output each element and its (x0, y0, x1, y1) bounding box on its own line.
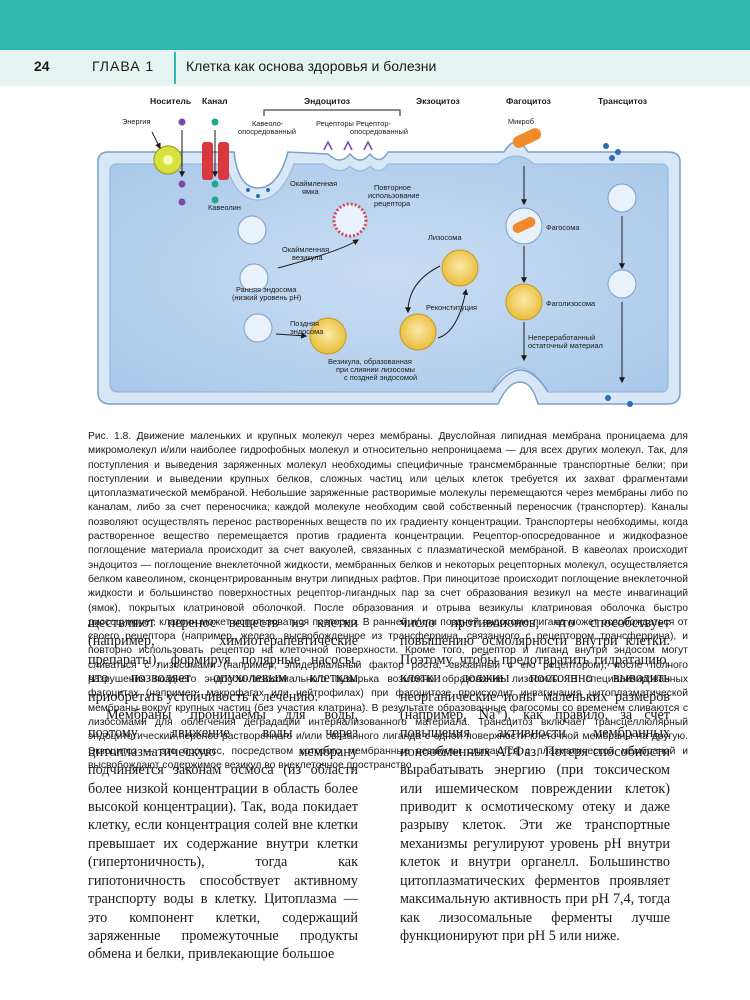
ion-channel (202, 118, 229, 204)
label-carrier: Носитель (150, 96, 191, 106)
label-late-endosome: Поздняя (290, 319, 319, 328)
lysosome (441, 249, 479, 287)
body-column-left: ществляют перенос веществ из клетки (нап… (88, 614, 358, 964)
ion-dot (211, 118, 219, 126)
membrane-transport-figure: Носитель Канал Эндоцитоз Экзоцитоз Фагоц… (97, 96, 681, 407)
cargo-dot (603, 143, 609, 149)
vesicle (239, 263, 269, 293)
exocytosis-site (491, 369, 549, 393)
endocytosis-bracket (263, 109, 401, 116)
label-reconstitution: Реконституция (426, 303, 477, 312)
channel-half (218, 142, 229, 180)
coated-pit (332, 202, 368, 238)
label-coated-vesicle: Окаймленная (282, 245, 329, 254)
phagocytosis-path (505, 128, 543, 362)
label-energy: Энергия (122, 117, 150, 126)
header-divider (174, 52, 176, 84)
label-caveolin: Кавеолин (208, 203, 241, 212)
solute-dot (178, 198, 186, 206)
caveolin-dot (246, 188, 250, 192)
fused-vesicle (309, 317, 347, 355)
label-coated-vesicle: везикула (292, 253, 323, 262)
energy-arrow (151, 131, 161, 150)
label-receptors: Рецепторы (316, 119, 354, 128)
cargo-dot (627, 401, 633, 407)
label-phagolysosome: Фаголизосома (546, 299, 596, 308)
page-header: 24 ГЛАВА 1 Клетка как основа здоровья и … (0, 0, 750, 88)
label-early-endosome: Ранняя эндосома (236, 285, 297, 294)
coated-vesicle (237, 215, 267, 245)
transcytotic-vesicle (607, 183, 637, 213)
label-fused-vesicle: Везикула, образованная (328, 357, 412, 366)
label-fused-vesicle: с поздней эндосомой (344, 373, 417, 382)
label-recycling: использование (368, 191, 420, 200)
label-coated-pit: ямка (302, 187, 319, 196)
cargo-dot (615, 149, 621, 155)
ion-dot (211, 180, 219, 188)
receptor-markers (323, 140, 373, 151)
body-column-right: число противоионов, что способствует пов… (400, 614, 670, 945)
chapter-title: Клетка как основа здоровья и болезни (186, 58, 437, 74)
label-phagocytosis: Фагоцитоз (506, 96, 551, 106)
fusion-arrow (275, 332, 308, 339)
label-recycling: рецептора (374, 199, 411, 208)
coated-vesicles (237, 202, 368, 343)
solute-dot (178, 118, 186, 126)
page-number: 24 (34, 58, 50, 74)
label-receptor-mediated: Рецептор- (356, 119, 391, 128)
receptor-icon (363, 140, 373, 151)
early-endosome (243, 313, 273, 343)
cargo-dot (609, 155, 615, 161)
label-endocytosis: Эндоцитоз (304, 96, 350, 106)
paragraph: ществляют перенос веществ из клетки (нап… (88, 615, 358, 705)
paragraph: Мембраны проницаемы для воды, поэтому дв… (88, 707, 358, 963)
header-strip (0, 50, 750, 86)
chapter-label: ГЛАВА 1 (92, 58, 155, 74)
label-caveolae: опосредованный (238, 127, 296, 136)
receptor-icon (323, 140, 333, 151)
label-receptor-mediated: опосредованный (350, 127, 408, 136)
label-recycling: Повторное (374, 183, 411, 192)
label-exocytosis: Экзоцитоз (416, 96, 460, 106)
label-residual: остаточный материал (528, 341, 603, 350)
cargo-dot (605, 395, 611, 401)
cycle-arrow (437, 288, 469, 339)
phagolysosome (505, 283, 543, 321)
label-lysosome: Лизосома (428, 233, 462, 242)
cycle-arrow (405, 265, 441, 314)
label-coated-pit: Окаймленная (290, 179, 337, 188)
channel-half (202, 142, 213, 180)
transcytosis-path (603, 143, 637, 407)
phagosome-microbe (512, 217, 536, 233)
label-late-endosome: эндосома (290, 327, 324, 336)
carrier-core (163, 155, 173, 165)
caveolin-dot (266, 188, 270, 192)
recycling-arrow (277, 239, 360, 269)
label-channel: Канал (202, 96, 228, 106)
label-fused-vesicle: при слиянии лизосомы (336, 365, 415, 374)
caveola (246, 188, 270, 198)
microbe (512, 128, 542, 148)
paragraph: число противоионов, что способствует пов… (400, 615, 670, 944)
exocytosis-pocket (491, 369, 549, 393)
label-residual: Непереработанный (528, 333, 595, 342)
lysosome-cycle (275, 239, 479, 355)
figure-caption: Рис. 1.8. Движение маленьких и крупных м… (88, 431, 688, 771)
label-caveolae: Кавеоло- (252, 119, 284, 128)
reconstituted-lysosome (399, 313, 437, 351)
label-early-endosome: (низкий уровень pH) (232, 293, 301, 302)
transcytotic-vesicle (607, 269, 637, 299)
caveolin-dot (256, 194, 260, 198)
ion-dot (211, 196, 219, 204)
label-microbe: Микроб (508, 117, 534, 126)
label-phagosome: Фагосома (546, 223, 580, 232)
label-transcytosis: Трансцитоз (598, 96, 647, 106)
receptor-icon (343, 140, 353, 151)
carrier-protein (151, 118, 186, 206)
solute-dot (178, 180, 186, 188)
